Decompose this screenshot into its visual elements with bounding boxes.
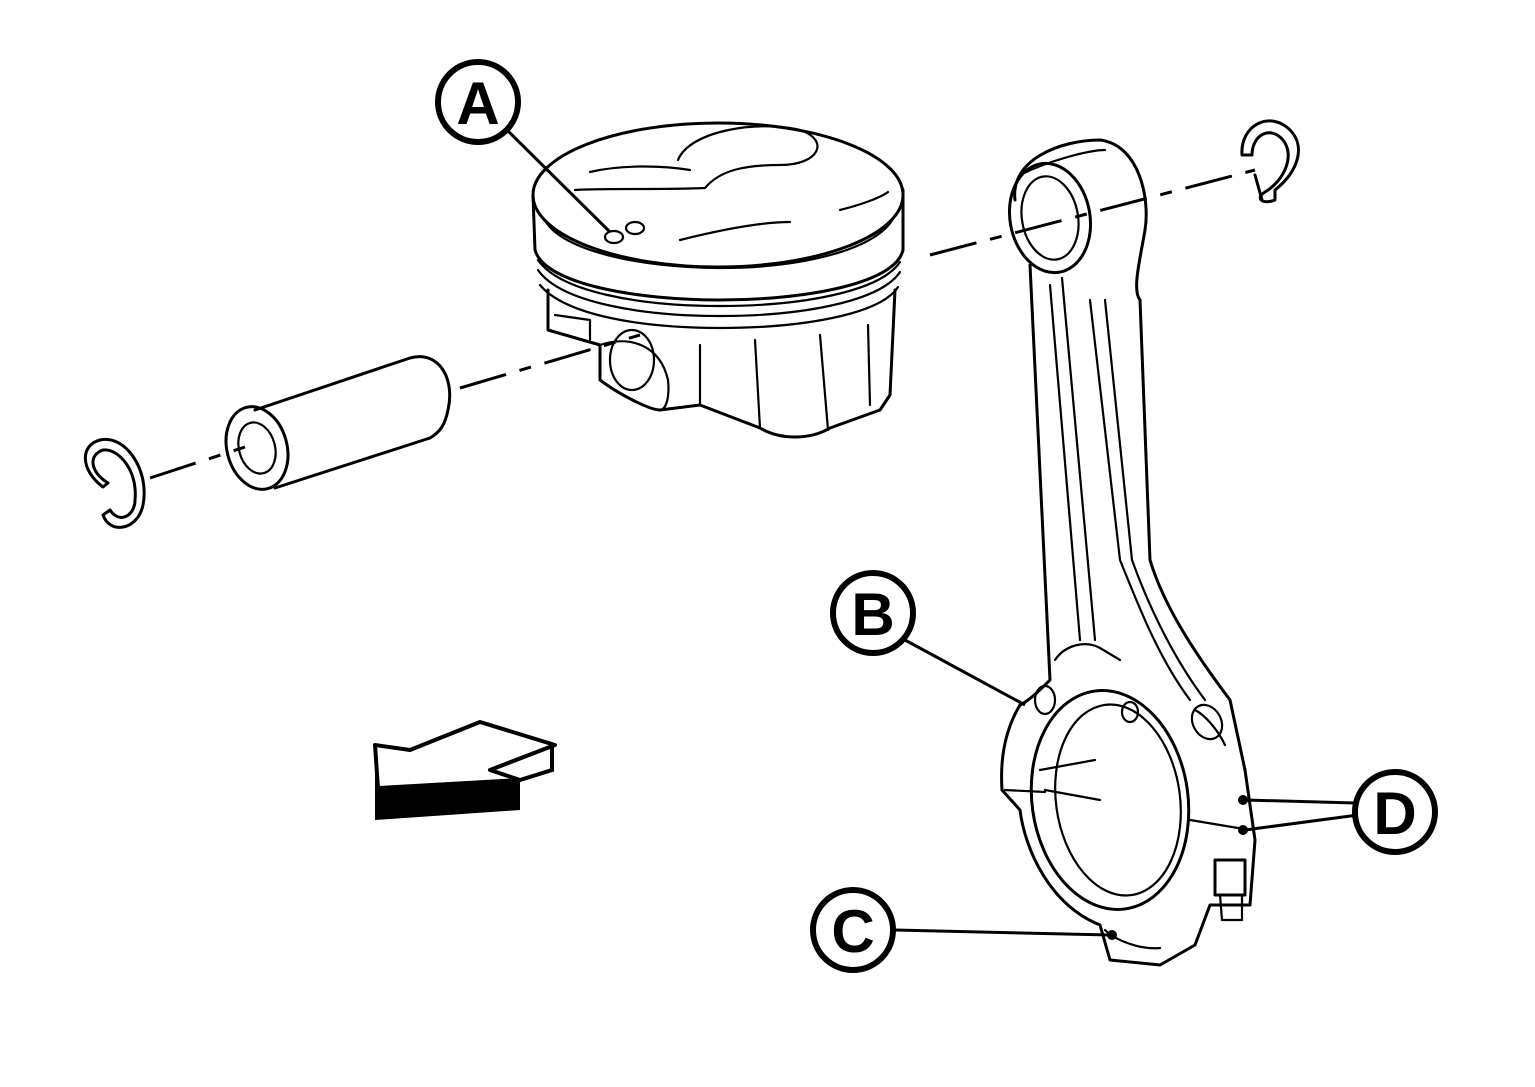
callout-C: C xyxy=(810,887,896,973)
callout-D: D xyxy=(1352,769,1438,855)
piston-pin xyxy=(224,355,452,491)
connecting-rod xyxy=(1000,138,1257,967)
callout-B: B xyxy=(830,570,916,656)
callout-A: A xyxy=(435,59,521,145)
callout-A-label: A xyxy=(456,70,499,137)
front-direction-arrow-icon xyxy=(373,720,557,820)
callout-B-label: B xyxy=(851,581,894,648)
piston xyxy=(531,121,905,439)
callout-D-label: D xyxy=(1373,780,1416,847)
rod-bolts xyxy=(1213,795,1248,922)
snap-ring-left xyxy=(83,437,146,529)
leader-lines xyxy=(503,126,1359,937)
assembly-axis-lines xyxy=(149,168,1256,480)
snap-ring-right xyxy=(1240,119,1300,204)
callout-C-label: C xyxy=(831,898,874,965)
